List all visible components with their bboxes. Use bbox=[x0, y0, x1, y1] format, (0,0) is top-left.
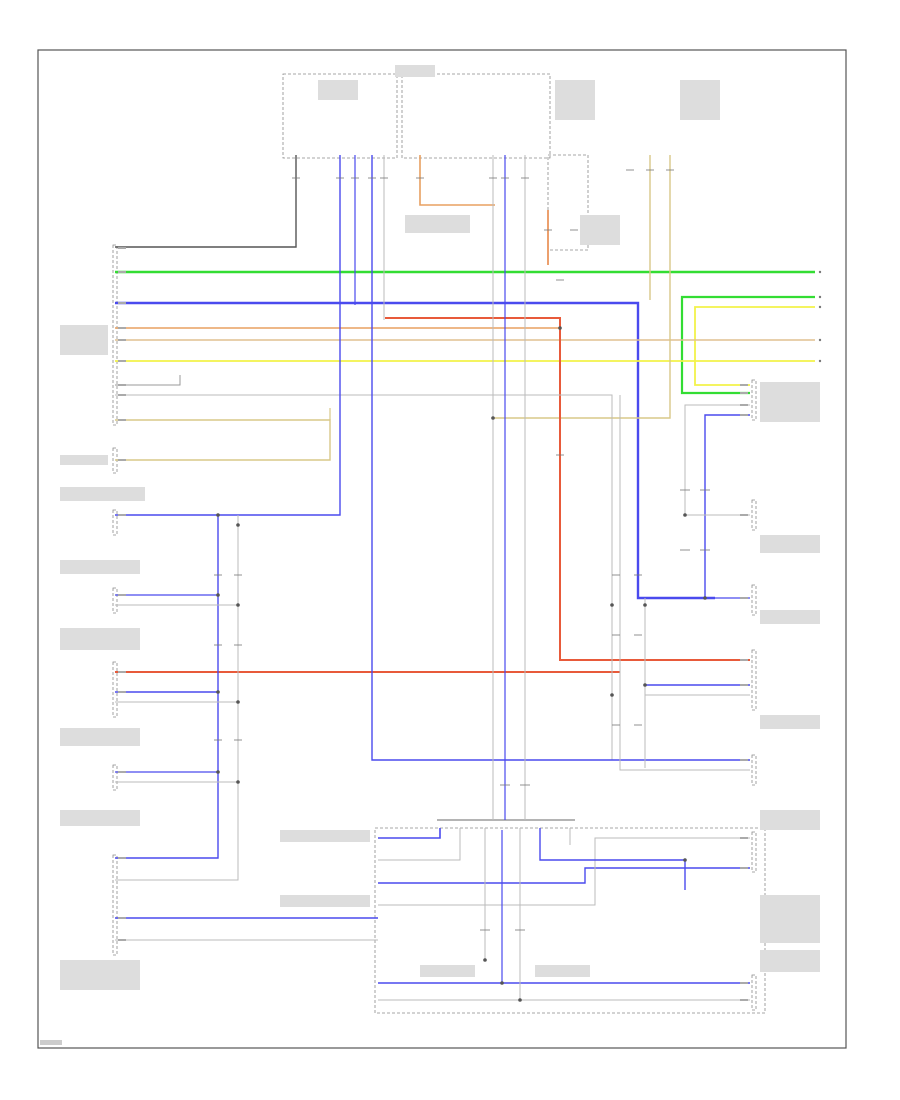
caption-marks bbox=[60, 65, 820, 990]
right-module-2 bbox=[751, 499, 757, 531]
fuse-block-center bbox=[401, 73, 551, 159]
wire-blue-v1 bbox=[115, 155, 341, 516]
wire-right-blue-1 bbox=[704, 414, 750, 598]
right-module-1 bbox=[751, 379, 757, 421]
tpms-module-box bbox=[374, 827, 766, 1014]
wire-blue-main bbox=[115, 301, 715, 600]
wire-right-gray-2 bbox=[619, 395, 750, 771]
right-module-4 bbox=[751, 649, 757, 711]
right-module-6 bbox=[751, 831, 757, 873]
wire-gray-1 bbox=[115, 375, 181, 386]
bus-end-markers bbox=[818, 270, 822, 363]
wire-tpms-blue-3 bbox=[539, 828, 686, 890]
wire-blue-v3 bbox=[371, 155, 750, 761]
wire-right-gray-1 bbox=[684, 404, 750, 516]
splice-points bbox=[216, 326, 707, 1002]
wire-left-blue-bundle bbox=[115, 515, 219, 859]
left-module-2 bbox=[112, 509, 118, 536]
wire-orange-top bbox=[419, 155, 495, 206]
wire-tan-2 bbox=[115, 419, 331, 461]
left-module-4 bbox=[112, 661, 118, 718]
connector-ticks bbox=[214, 169, 710, 931]
wire-black-top-left bbox=[115, 155, 297, 248]
wire-tpms-gray-1 bbox=[378, 828, 461, 861]
wire-tpms-gray-2 bbox=[378, 837, 750, 906]
wire-red-main bbox=[385, 317, 750, 661]
wire-green-right-loop bbox=[680, 295, 815, 395]
pin-label-marks bbox=[118, 247, 748, 1001]
right-module-7 bbox=[751, 974, 757, 1011]
wire-left-gray-bundle bbox=[115, 515, 239, 881]
diagram-frame bbox=[37, 49, 847, 1049]
left-module-6 bbox=[112, 854, 118, 956]
passenger-junction-box bbox=[112, 244, 118, 426]
wire-tpms-blue-2 bbox=[378, 867, 750, 884]
left-module-3 bbox=[112, 587, 118, 614]
wire-yellow-right bbox=[694, 306, 815, 386]
connector-block-top-right bbox=[547, 154, 589, 251]
right-module-5 bbox=[751, 754, 757, 786]
left-module-5 bbox=[112, 764, 118, 791]
right-module-3 bbox=[751, 584, 757, 616]
wire-gray-2 bbox=[115, 394, 750, 761]
wire-tpms-blue-1 bbox=[378, 828, 441, 839]
wire-tan-right bbox=[493, 155, 671, 419]
figure-code-mark bbox=[40, 1040, 62, 1045]
